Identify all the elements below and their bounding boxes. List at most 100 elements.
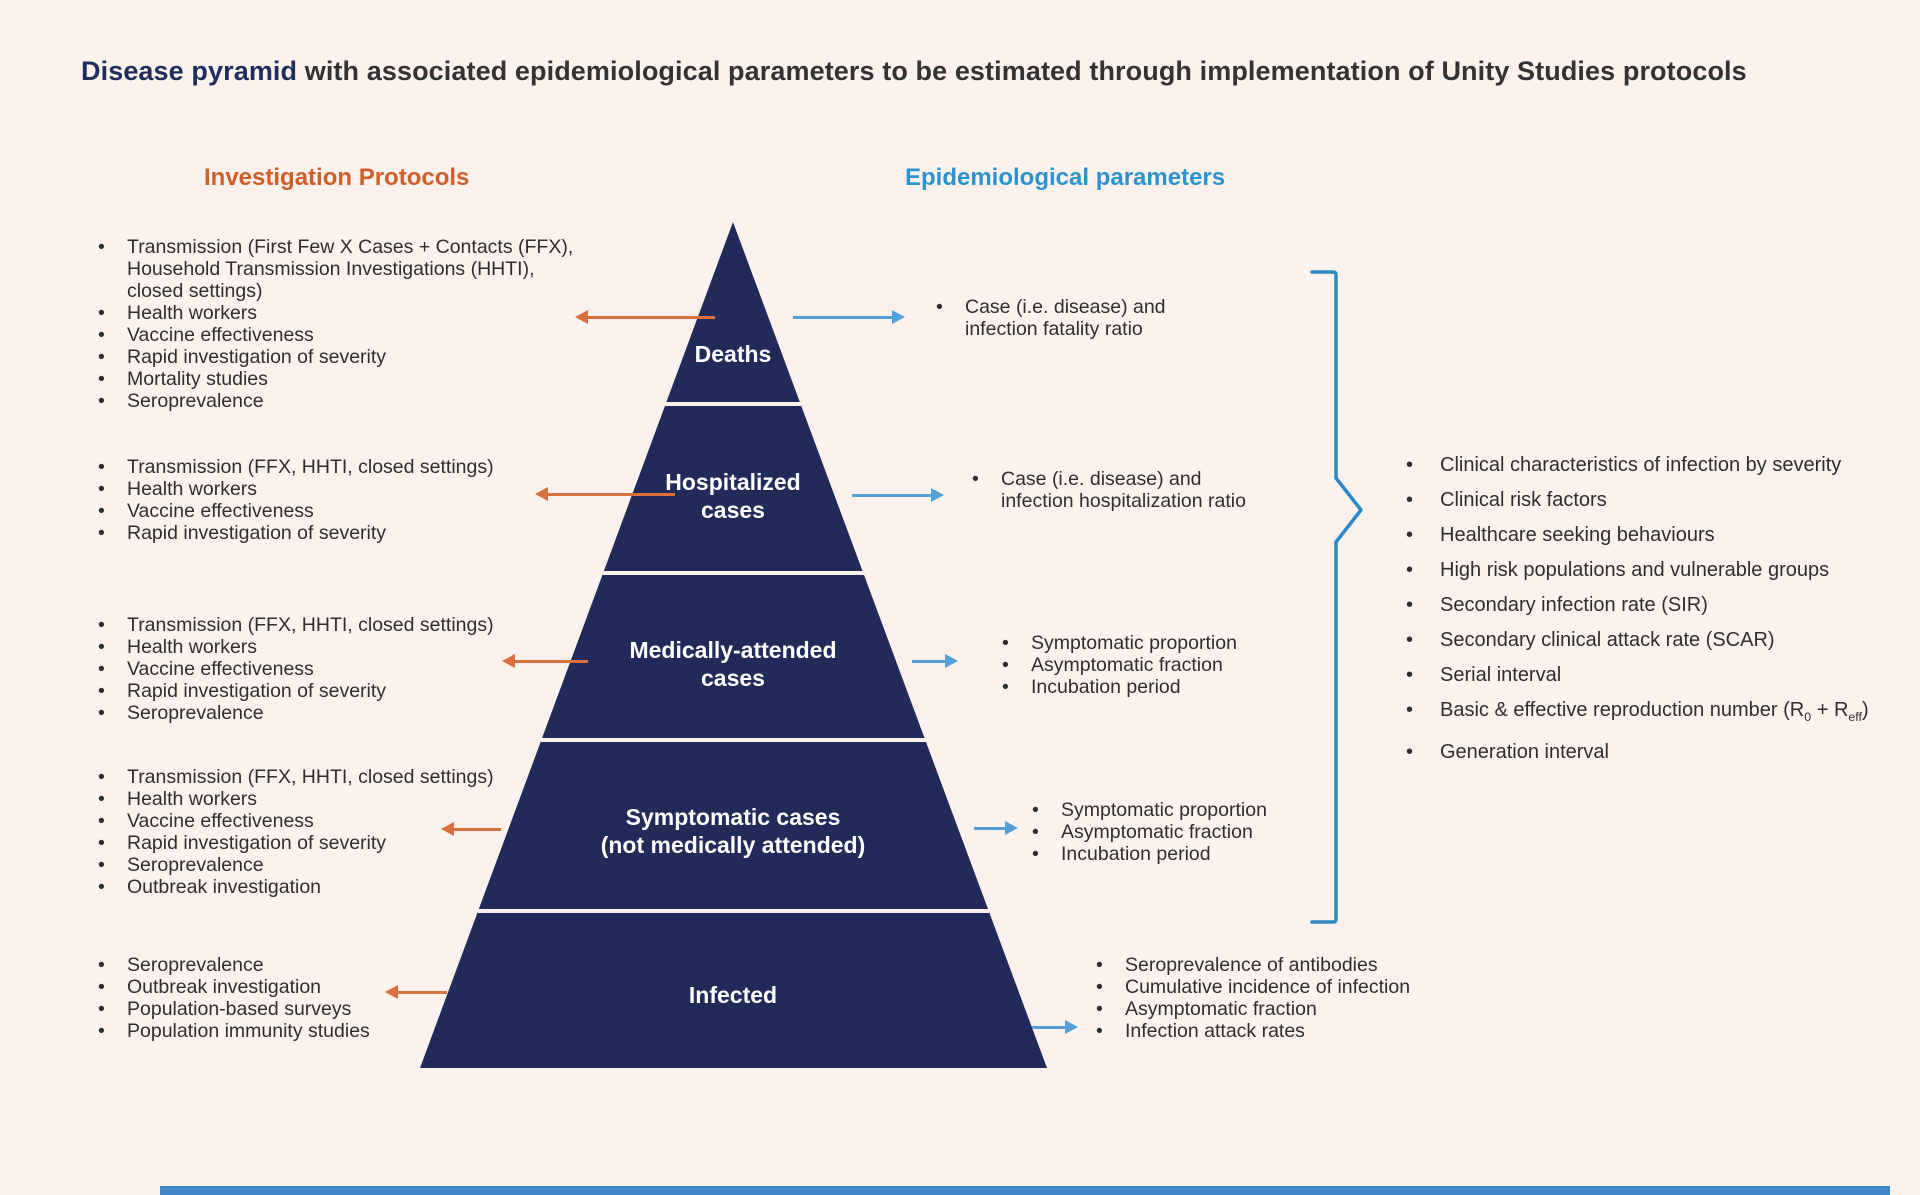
bullet-dot: •: [98, 954, 105, 976]
arrow-right-medically-attended-icon: [912, 654, 958, 668]
pyramid-level-label-symptomatic: Symptomatic cases (not medically attende…: [600, 804, 866, 858]
pyramid-polygon: [420, 222, 1047, 1068]
pyramid-level-label-infected: Infected: [688, 982, 778, 1008]
bullet-dot: •: [972, 468, 979, 490]
list-item-text: Rapid investigation of severity: [127, 832, 387, 854]
arrow-head: [385, 985, 398, 999]
bullet-dot: •: [98, 236, 105, 258]
page-title-highlight: Disease pyramid: [81, 56, 298, 86]
parameters-list-infected: •Seroprevalence of antibodies•Cumulative…: [1096, 954, 1526, 1042]
list-item: •Health workers: [98, 302, 618, 324]
bullet-dot: •: [98, 876, 105, 898]
list-item: •Case (i.e. disease) and infection fatal…: [936, 296, 1366, 340]
pyramid-level-label-medically-attended: Medically-attended cases: [629, 637, 837, 691]
list-item: •Population immunity studies: [98, 1020, 618, 1042]
list-item: •Mortality studies: [98, 368, 618, 390]
bullet-dot: •: [1406, 594, 1414, 616]
bullet-dot: •: [98, 976, 105, 998]
bullet-dot: •: [1406, 489, 1414, 511]
arrow-head: [892, 310, 905, 324]
bullet-dot: •: [1096, 998, 1103, 1020]
list-item-text: Outbreak investigation: [127, 876, 322, 898]
list-item: •High risk populations and vulnerable gr…: [1406, 553, 1906, 588]
bullet-dot: •: [98, 636, 105, 658]
arrow-shaft: [548, 492, 675, 496]
list-item: • Asymptomatic fraction: [1096, 998, 1526, 1020]
list-item: • Clinical risk factors: [1406, 483, 1906, 518]
arrow-head: [502, 654, 515, 668]
list-item-text: Rapid investigation of severity: [127, 680, 387, 702]
list-item-text: Case (i.e. disease) and infection hospit…: [1001, 468, 1246, 512]
bullet-dot: •: [98, 500, 105, 522]
list-item-text: Clinical risk factors: [1440, 489, 1607, 511]
arrow-left-medically-attended-icon: [502, 654, 588, 668]
bullet-dot: •: [98, 702, 105, 724]
list-item: •Asymptomatic fraction: [1032, 821, 1462, 843]
list-item: •Cumulative incidence of infection: [1096, 976, 1526, 998]
arrow-right-hospitalized-icon: [852, 488, 944, 502]
list-item: •Vaccine effectiveness: [98, 324, 618, 346]
bullet-dot: •: [98, 832, 105, 854]
investigation-list-deaths: •Transmission (First Few X Cases + Conta…: [98, 236, 618, 412]
list-item-text: High risk populations and vulnerable gro…: [1440, 559, 1830, 581]
list-item: • Outbreak investigation: [98, 976, 618, 998]
page-title: Disease pyramid with associated epidemio…: [81, 56, 1747, 87]
list-item: • Vaccine effectiveness: [98, 658, 618, 680]
bullet-dot: •: [98, 680, 105, 702]
list-item: •Incubation period: [1032, 843, 1462, 865]
bullet-dot: •: [1406, 664, 1414, 686]
bullet-dot: •: [1096, 1020, 1103, 1042]
parameters-list-hospitalized: • Case (i.e. disease) and infection hospi…: [972, 468, 1402, 512]
list-item-text: Generation interval: [1440, 741, 1609, 763]
list-item-text: Cumulative incidence of infection: [1125, 976, 1411, 998]
bullet-dot: •: [98, 390, 105, 412]
arrow-left-hospitalized-icon: [535, 487, 675, 501]
arrow-right-infected-icon: [1032, 1020, 1078, 1034]
bullet-dot: •: [98, 368, 105, 390]
bullet-dot: •: [1032, 799, 1039, 821]
arrow-left-infected-icon: [385, 985, 447, 999]
bullet-dot: •: [1002, 676, 1009, 698]
list-item-text: Vaccine effectiveness: [127, 810, 314, 832]
list-item-text: Seroprevalence: [127, 854, 264, 876]
list-item-text: Transmission (FFX, HHTI, closed settings…: [127, 614, 494, 636]
list-item-text: Asymptomatic fraction: [1125, 998, 1317, 1020]
bullet-dot: •: [98, 324, 105, 346]
list-item: •Rapid investigation of severity: [98, 522, 618, 544]
list-item: •Seroprevalence: [98, 390, 618, 412]
list-item: •Seroprevalence: [98, 702, 618, 724]
shared-parameters-list: •Clinical characteristics of infection b…: [1406, 448, 1906, 770]
list-item-text: Secondary infection rate (SIR): [1440, 594, 1708, 616]
list-item: • Incubation period: [1002, 676, 1432, 698]
bullet-dot: •: [98, 478, 105, 500]
pyramid-level-label-hospitalized: Hospitalized cases: [665, 469, 801, 523]
arrow-shaft: [1032, 1025, 1065, 1029]
arrow-head: [535, 487, 548, 501]
list-item-text: Infection attack rates: [1125, 1020, 1305, 1042]
list-item-text: Healthcare seeking behaviours: [1440, 524, 1715, 546]
parameters-list-deaths: •Case (i.e. disease) and infection fatal…: [936, 296, 1366, 340]
list-item: •Generation interval: [1406, 735, 1906, 770]
list-item: •Vaccine effectiveness: [98, 500, 618, 522]
bullet-dot: •: [98, 658, 105, 680]
arrow-shaft: [588, 315, 715, 319]
list-item: •Asymptomatic fraction: [1002, 654, 1432, 676]
list-item-text: Health workers: [127, 478, 258, 500]
arrow-shaft: [398, 990, 447, 994]
footer-bar: [160, 1186, 1890, 1195]
list-item: •Seroprevalence of antibodies: [1096, 954, 1526, 976]
investigation-protocols-header: Investigation Protocols: [204, 164, 470, 191]
bullet-dot: •: [98, 522, 105, 544]
bullet-dot: •: [936, 296, 943, 318]
list-item-text: Vaccine effectiveness: [127, 658, 314, 680]
list-item: •Clinical characteristics of infection b…: [1406, 448, 1906, 483]
arrow-right-deaths-icon: [793, 310, 905, 324]
bullet-dot: •: [1406, 629, 1414, 651]
list-item-text: Population immunity studies: [127, 1020, 370, 1042]
list-item: •Population-based surveys: [98, 998, 618, 1020]
list-item-text: Incubation period: [1031, 676, 1181, 698]
bullet-dot: •: [1002, 654, 1009, 676]
list-item-text: Outbreak investigation: [127, 976, 322, 998]
list-item: • Health workers: [98, 478, 618, 500]
arrow-head: [1005, 821, 1018, 835]
